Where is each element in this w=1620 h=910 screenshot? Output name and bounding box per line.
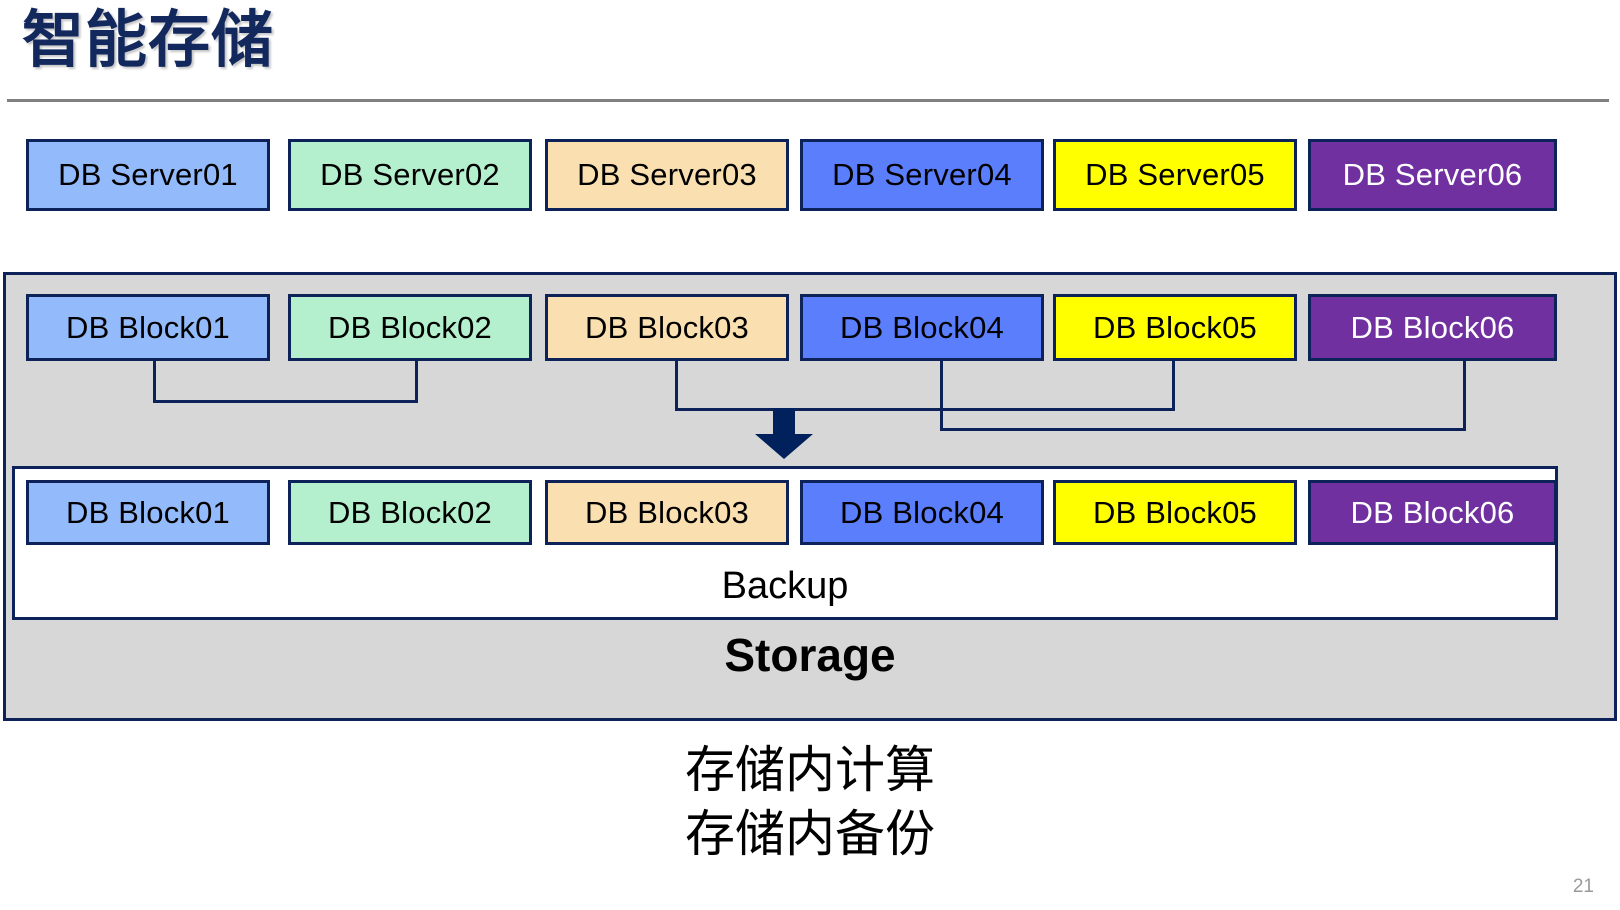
db-server-box-1[interactable]: DB Server01 [26,139,270,211]
db-block-box-label: DB Block06 [1350,309,1515,345]
bracket-block04-block06-left-leg [940,361,943,428]
db-server-box-label: DB Server05 [1085,157,1265,192]
db-block-box-label: DB Block01 [66,309,230,345]
db-server-box-label: DB Server06 [1342,157,1523,192]
storage-label: Storage [724,629,896,681]
db-server-box-label: DB Server01 [58,157,238,192]
db-block-backup-box-label: DB Block06 [1350,494,1515,530]
bracket-block04-block06-right-leg [1463,361,1466,428]
db-server-box-label: DB Server03 [577,157,757,192]
db-block-backup-box-5[interactable]: DB Block05 [1053,480,1297,545]
db-block-backup-box-3[interactable]: DB Block03 [545,480,789,545]
db-block-box-label: DB Block05 [1093,309,1257,345]
db-block-box-4[interactable]: DB Block04 [800,294,1044,361]
db-block-box-5[interactable]: DB Block05 [1053,294,1297,361]
db-block-box-2[interactable]: DB Block02 [288,294,532,361]
db-block-backup-box-6[interactable]: DB Block06 [1308,480,1557,545]
caption: 存储内计算存储内备份 [0,738,1620,866]
title-divider [7,99,1609,102]
down-arrow-icon [755,408,813,459]
db-block-box-label: DB Block03 [585,309,749,345]
caption-line-1: 存储内计算 [685,742,935,798]
db-server-box-4[interactable]: DB Server04 [800,139,1044,211]
db-block-box-6[interactable]: DB Block06 [1308,294,1557,361]
db-server-box-label: DB Server02 [320,157,500,192]
db-block-box-label: DB Block02 [328,309,492,345]
db-server-box-2[interactable]: DB Server02 [288,139,532,211]
bracket-block04-block06-crossbar [940,428,1466,431]
bracket-block03-block05-left-leg [675,361,678,408]
db-server-box-6[interactable]: DB Server06 [1308,139,1557,211]
bracket-block03-block05-right-leg [1172,361,1175,408]
page-title: 智能存储 [22,6,275,75]
db-block-backup-box-label: DB Block02 [328,494,492,530]
bracket-block03-block05-crossbar [675,408,1175,411]
db-block-backup-box-2[interactable]: DB Block02 [288,480,532,545]
db-block-box-1[interactable]: DB Block01 [26,294,270,361]
db-block-backup-box-label: DB Block04 [840,494,1004,530]
db-block-backup-box-label: DB Block01 [66,494,230,530]
db-server-box-5[interactable]: DB Server05 [1053,139,1297,211]
db-block-box-label: DB Block04 [840,309,1004,345]
page-number: 21 [1572,876,1594,897]
db-block-backup-box-label: DB Block03 [585,494,749,530]
db-server-box-3[interactable]: DB Server03 [545,139,789,211]
bracket-block01-block02-crossbar [153,400,418,403]
db-block-backup-box-label: DB Block05 [1093,494,1257,530]
caption-line-2: 存储内备份 [685,806,935,862]
backup-label: Backup [721,565,849,607]
bracket-block01-block02-left-leg [153,361,156,400]
db-server-box-label: DB Server04 [832,157,1012,192]
db-block-box-3[interactable]: DB Block03 [545,294,789,361]
bracket-block01-block02-right-leg [415,361,418,400]
db-block-backup-box-4[interactable]: DB Block04 [800,480,1044,545]
db-block-backup-box-1[interactable]: DB Block01 [26,480,270,545]
